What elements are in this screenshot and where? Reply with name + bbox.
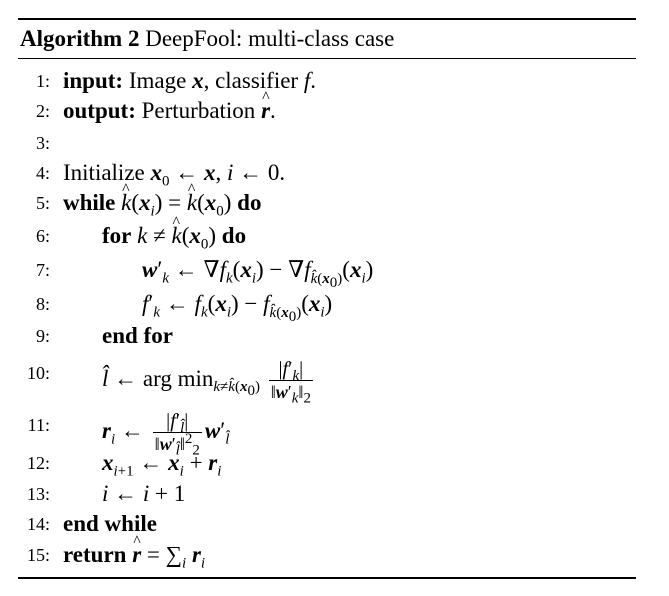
- line-number: 8:: [35, 294, 50, 314]
- line-code: while k(xi) = k(x0) do: [63, 175, 261, 219]
- line-code: input: Image x, classifier f.: [63, 68, 316, 93]
- line-number: 3:: [35, 133, 50, 153]
- top-rule: [18, 18, 636, 20]
- bottom-rule: [18, 577, 636, 579]
- algorithm-line: 12: xi+1 ← xi + ri: [18, 448, 636, 480]
- algorithm-line: 2: output: Perturbation r.: [18, 83, 636, 126]
- caption-title: DeepFool: multi-class case: [145, 26, 395, 51]
- line-code: Initialize x0 ← x, i ← 0.: [63, 160, 286, 190]
- algorithm-line: 14: end while: [18, 509, 636, 539]
- line-code: w′k ← ∇fk(xi) − ∇fk̂(x0)(xi): [142, 257, 374, 291]
- line-number: 15:: [26, 545, 50, 565]
- algorithm-line: 13: i ← i + 1: [18, 479, 636, 509]
- algorithm-line: 3:: [18, 128, 636, 158]
- algorithm-line: 4: Initialize x0 ← x, i ← 0.: [18, 158, 636, 190]
- line-code: output: Perturbation r.: [63, 83, 276, 126]
- algorithm-line: 7: w′k ← ∇fk(xi) − ∇fk̂(x0)(xi): [18, 255, 636, 291]
- algorithm-line: 10: l̂ ← arg mink≠k̂(x0) |f′k|‖w′k‖2: [18, 358, 636, 406]
- line-code: end for: [102, 323, 173, 348]
- line-code: for k ≠ k(x0) do: [102, 208, 246, 252]
- line-number: 1:: [35, 71, 50, 91]
- algorithm-line: 8: f′k ← fk(xi) − fk̂(x0)(xi): [18, 289, 636, 325]
- algorithm-line: 15: return r = ∑i ri: [18, 527, 636, 571]
- line-number: 10:: [26, 363, 50, 383]
- line-number: 12:: [26, 453, 50, 473]
- line-code: f′k ← fk(xi) − fk̂(x0)(xi): [142, 291, 333, 325]
- line-number: 2:: [35, 101, 50, 121]
- line-number: 7:: [35, 260, 50, 280]
- algorithm-caption: Algorithm 2 DeepFool: multi-class case: [20, 25, 394, 53]
- caption-label: Algorithm 2: [20, 26, 140, 51]
- algorithm-line: 6: for k ≠ k(x0) do: [18, 208, 636, 252]
- algorithm-line: 1: input: Image x, classifier f.: [18, 66, 636, 96]
- line-code: l̂ ← arg mink≠k̂(x0) |f′k|‖w′k‖2: [102, 358, 313, 407]
- line-code: i ← i + 1: [102, 481, 186, 506]
- line-number: 13:: [26, 484, 50, 504]
- line-number: 11:: [27, 415, 50, 435]
- line-number: 9:: [35, 326, 50, 346]
- line-code: end while: [63, 511, 157, 536]
- line-number: 4:: [35, 163, 50, 183]
- algorithm-line: 9: end for: [18, 321, 636, 351]
- line-code: return r = ∑i ri: [63, 527, 205, 571]
- caption-rule: [18, 58, 636, 59]
- line-number: 6:: [35, 226, 50, 246]
- line-number: 5:: [35, 193, 50, 213]
- algorithm-line: 5: while k(xi) = k(x0) do: [18, 175, 636, 219]
- line-code: xi+1 ← xi + ri: [102, 450, 222, 480]
- line-number: 14:: [26, 514, 50, 534]
